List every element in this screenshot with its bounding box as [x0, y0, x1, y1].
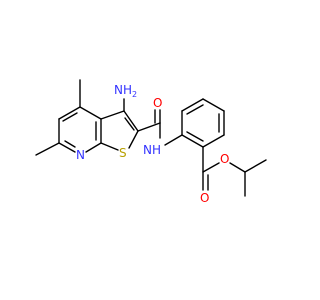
- ester-carbonyl-oxygen-label: O: [200, 191, 209, 205]
- amide-nitrogen-label: NH: [143, 143, 161, 157]
- bond-c6-n7-double: [64, 140, 76, 148]
- bond-c3a-c3: [100, 110, 125, 120]
- amine-nitrogen-label: NH2: [114, 83, 137, 99]
- molecule-canvas: NH2 O NH N S O O: [35, 79, 267, 205]
- bond-c4-c3a: [79, 106, 102, 120]
- bond-ester-o-ch: [229, 162, 246, 173]
- ester-alkoxy-oxygen-label: O: [220, 152, 229, 166]
- bond-ester-c-o: [202, 162, 220, 173]
- bond-c6-methyl: [35, 142, 60, 156]
- ring-nitrogen-label: N: [76, 148, 85, 162]
- ring-sulfur-label: S: [119, 146, 127, 160]
- bonds: [35, 79, 267, 197]
- bond-ar3-ar4: [202, 98, 225, 112]
- bond-c7a-s1: [100, 142, 119, 151]
- atom-labels: NH2 O NH N S O O: [76, 83, 229, 205]
- bond-c6-n7: [58, 142, 76, 153]
- bond-amide-n-aryl: [164, 134, 183, 146]
- structure-diagram: NH2 O NH N S O O: [35, 79, 267, 205]
- bond-c3-c2-double: [124, 117, 135, 131]
- bond-ar5-ar6: [202, 134, 225, 148]
- bond-c4-c5: [58, 106, 81, 120]
- bond-ar6-ar1: [181, 134, 204, 148]
- bond-n7-c7a: [85, 142, 102, 153]
- bond-ch-methyl-a: [244, 159, 267, 173]
- bond-c3-c2: [123, 110, 139, 132]
- bond-ar6-ar1-double: [186, 131, 204, 142]
- bond-ar2-ar3-double: [186, 104, 204, 115]
- bond-ar2-ar3: [181, 98, 204, 112]
- bond-c2-amide-c: [137, 122, 161, 132]
- amide-oxygen-label: O: [153, 96, 162, 110]
- bond-s1-c2: [128, 130, 139, 149]
- bond-c4-c5-double: [62, 112, 78, 122]
